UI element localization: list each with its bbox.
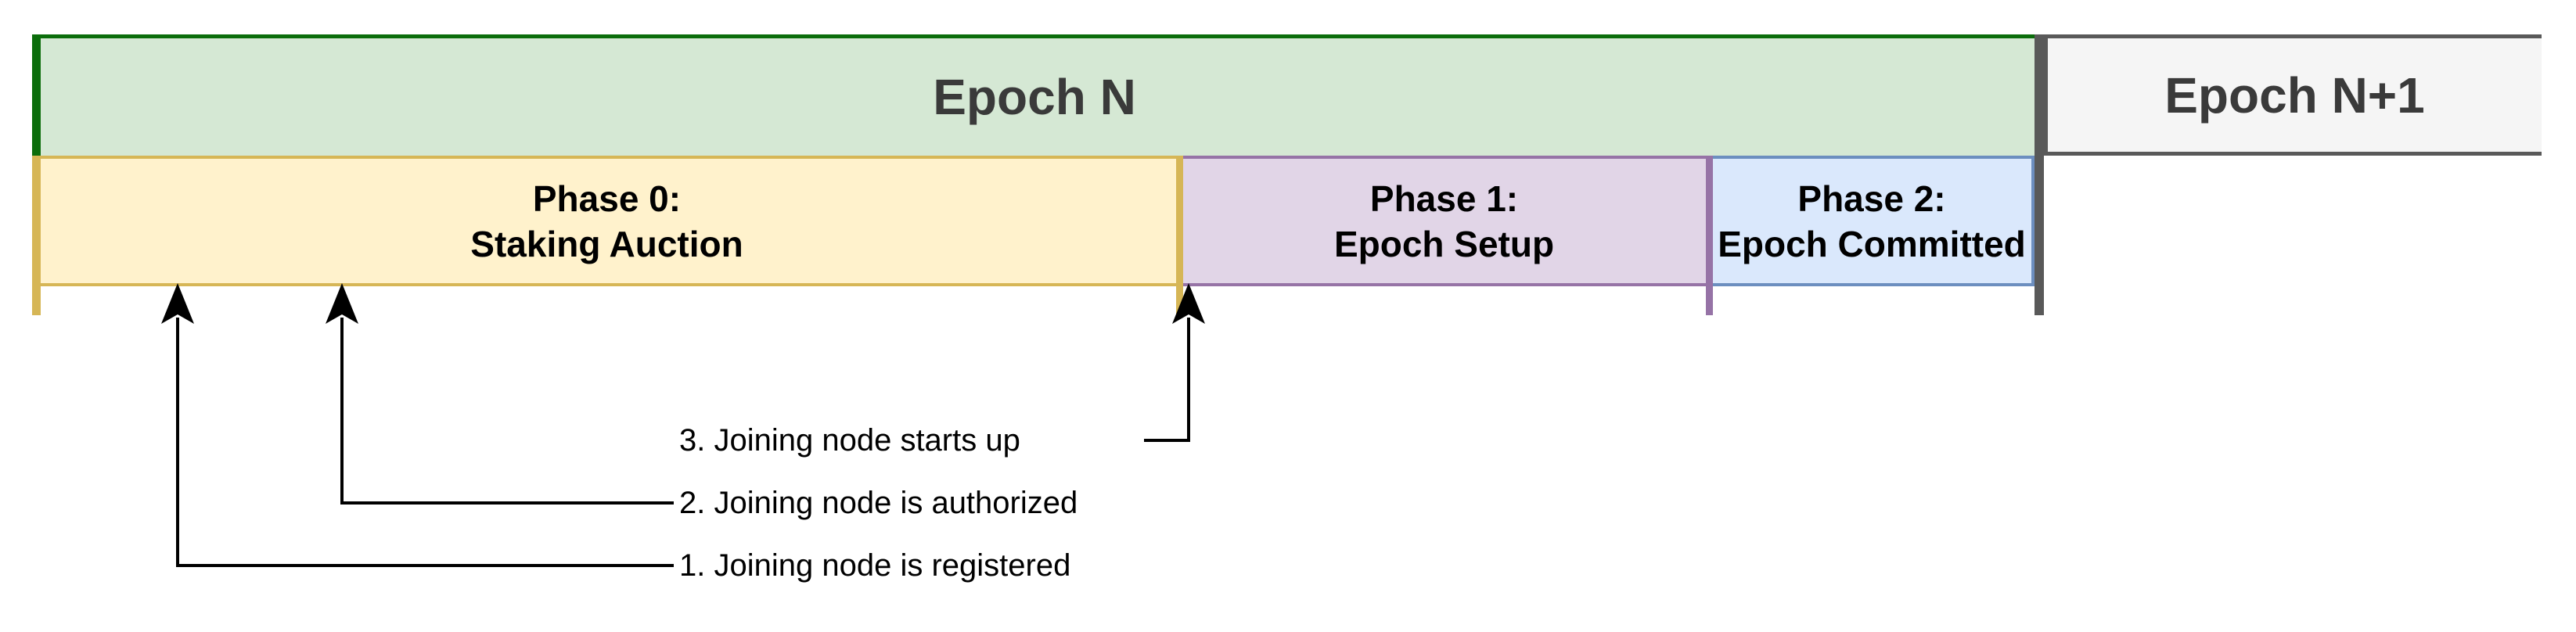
arrow-2-arrowhead-icon bbox=[326, 283, 358, 324]
phase1-label-line1: Phase 1: bbox=[1369, 178, 1519, 219]
phase1-epoch-setup-box: Phase 1: Epoch Setup bbox=[1179, 156, 1709, 286]
phase0-phase1-boundary-marker bbox=[1176, 156, 1183, 315]
phase0-label-line2: Staking Auction bbox=[470, 223, 743, 264]
epoch-n1-label: Epoch N+1 bbox=[2164, 66, 2425, 124]
arrow-2-connector bbox=[340, 318, 674, 505]
phase2-epoch-committed-box: Phase 2: Epoch Committed bbox=[1709, 156, 2035, 286]
phase1-phase2-boundary-marker bbox=[1706, 156, 1713, 315]
arrow-1-connector bbox=[176, 318, 674, 567]
arrow-1-arrowhead-icon bbox=[161, 283, 194, 324]
epoch-n-end-boundary-marker bbox=[2035, 34, 2044, 315]
phase0-staking-auction-box: Phase 0: Staking Auction bbox=[34, 156, 1179, 286]
annotation-node-starts-up: 3. Joining node starts up bbox=[679, 423, 1020, 458]
arrow-3-arrowhead-icon bbox=[1172, 283, 1205, 324]
annotation-node-registered: 1. Joining node is registered bbox=[679, 548, 1071, 583]
phase2-label: Phase 2: Epoch Committed bbox=[1718, 176, 2026, 267]
arrow-3-connector bbox=[1144, 318, 1190, 442]
epoch-n-start-marker-gold bbox=[32, 156, 41, 315]
phase0-label: Phase 0: Staking Auction bbox=[470, 176, 743, 267]
phase0-label-line1: Phase 0: bbox=[532, 178, 682, 219]
epoch-n-label: Epoch N bbox=[933, 69, 1136, 125]
epoch-n-start-marker-green bbox=[32, 34, 41, 156]
phase1-label: Phase 1: Epoch Setup bbox=[1334, 176, 1554, 267]
phase2-label-line2: Epoch Committed bbox=[1718, 223, 2026, 264]
epoch-n-bar: Epoch N bbox=[34, 34, 2035, 156]
annotation-node-authorized: 2. Joining node is authorized bbox=[679, 486, 1078, 520]
phase2-label-line1: Phase 2: bbox=[1797, 178, 1946, 219]
epoch-n1-box: Epoch N+1 bbox=[2044, 34, 2542, 156]
phase1-label-line2: Epoch Setup bbox=[1333, 223, 1555, 264]
